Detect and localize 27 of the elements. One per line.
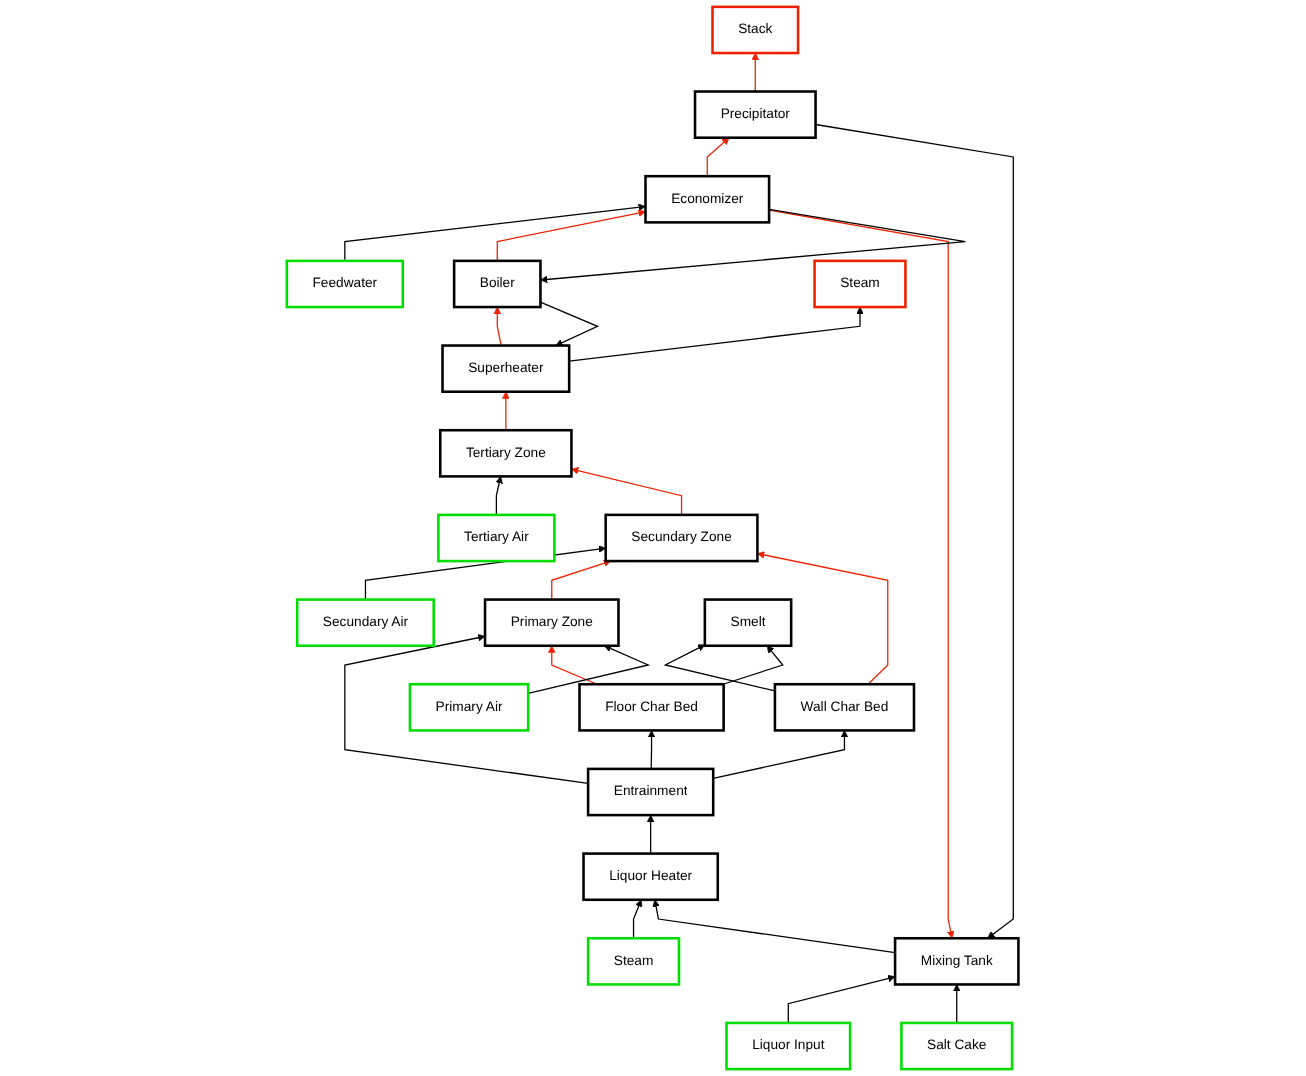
arrow <box>953 984 961 1024</box>
arrow <box>788 974 896 1024</box>
arrow <box>652 899 897 954</box>
arrow <box>568 306 865 362</box>
arrow <box>633 899 643 939</box>
arrow <box>344 634 590 784</box>
arrow <box>751 52 760 93</box>
arrow <box>712 730 849 779</box>
arrow <box>497 209 647 262</box>
arrow <box>540 208 967 284</box>
arrow <box>768 209 955 939</box>
arrow <box>493 306 503 347</box>
arrow <box>548 645 599 685</box>
arrow <box>663 644 776 692</box>
arrow <box>540 301 600 347</box>
arrow <box>502 391 510 431</box>
arrow <box>757 551 889 685</box>
arrow <box>815 123 1015 939</box>
arrow <box>495 476 504 516</box>
arrow <box>647 814 655 855</box>
arrow <box>707 137 730 177</box>
arrow <box>648 730 656 770</box>
arrow <box>571 467 683 516</box>
arrow <box>551 559 612 601</box>
arrow <box>344 203 647 262</box>
arrow <box>527 645 651 694</box>
arrow <box>722 645 785 685</box>
